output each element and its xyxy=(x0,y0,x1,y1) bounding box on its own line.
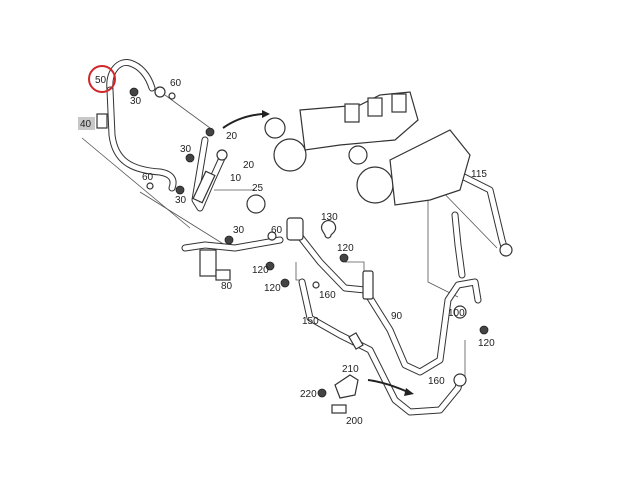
part-label[interactable]: 150 xyxy=(302,316,319,327)
part-label[interactable]: 30 xyxy=(175,195,187,206)
part-label[interactable]: 160 xyxy=(319,290,336,301)
direction-arrows xyxy=(222,110,414,396)
pipe-90 xyxy=(286,217,482,376)
highlight-circle xyxy=(88,65,116,93)
part-label[interactable]: 30 xyxy=(130,96,142,107)
part-labels[interactable]: 50 60 30 40 20 30 20 60 10 30 25 115 130… xyxy=(80,75,495,427)
part-label[interactable]: 60 xyxy=(271,225,283,236)
small-parts xyxy=(96,86,489,414)
part-label[interactable]: 30 xyxy=(180,144,192,155)
part-label[interactable]: 60 xyxy=(142,172,154,183)
turbocharger-lower xyxy=(348,129,471,206)
part-label[interactable]: 120 xyxy=(252,265,269,276)
part-label[interactable]: 10 xyxy=(230,173,242,184)
part-label[interactable]: 120 xyxy=(337,243,354,254)
part-label[interactable]: 130 xyxy=(321,212,338,223)
pipe-80 xyxy=(181,236,284,281)
part-40-box xyxy=(78,117,95,130)
part-label[interactable]: 210 xyxy=(342,364,359,375)
part-label[interactable]: 120 xyxy=(478,338,495,349)
part-label[interactable]: 20 xyxy=(226,131,238,142)
turbocharger-upper xyxy=(264,91,419,172)
pipe-10 xyxy=(191,136,226,212)
part-label[interactable]: 20 xyxy=(243,160,255,171)
part-label[interactable]: 30 xyxy=(233,225,245,236)
leader-lines xyxy=(81,94,498,380)
part-label[interactable]: 220 xyxy=(300,389,317,400)
part-label[interactable]: 80 xyxy=(221,281,233,292)
part-label[interactable]: 160 xyxy=(428,376,445,387)
part-label[interactable]: 60 xyxy=(170,78,182,89)
part-label[interactable]: 50 xyxy=(95,75,107,86)
pipe-50 xyxy=(106,59,177,192)
part-label[interactable]: 25 xyxy=(252,183,264,194)
part-label[interactable]: 120 xyxy=(264,283,281,294)
part-label[interactable]: 90 xyxy=(391,311,403,322)
part-label[interactable]: 115 xyxy=(471,169,487,180)
part-label[interactable]: 40 xyxy=(80,119,92,130)
part-label[interactable]: 200 xyxy=(346,416,363,427)
hose-115 xyxy=(446,166,513,279)
pipe-150 xyxy=(298,278,464,416)
part-label[interactable]: 100 xyxy=(448,308,465,319)
